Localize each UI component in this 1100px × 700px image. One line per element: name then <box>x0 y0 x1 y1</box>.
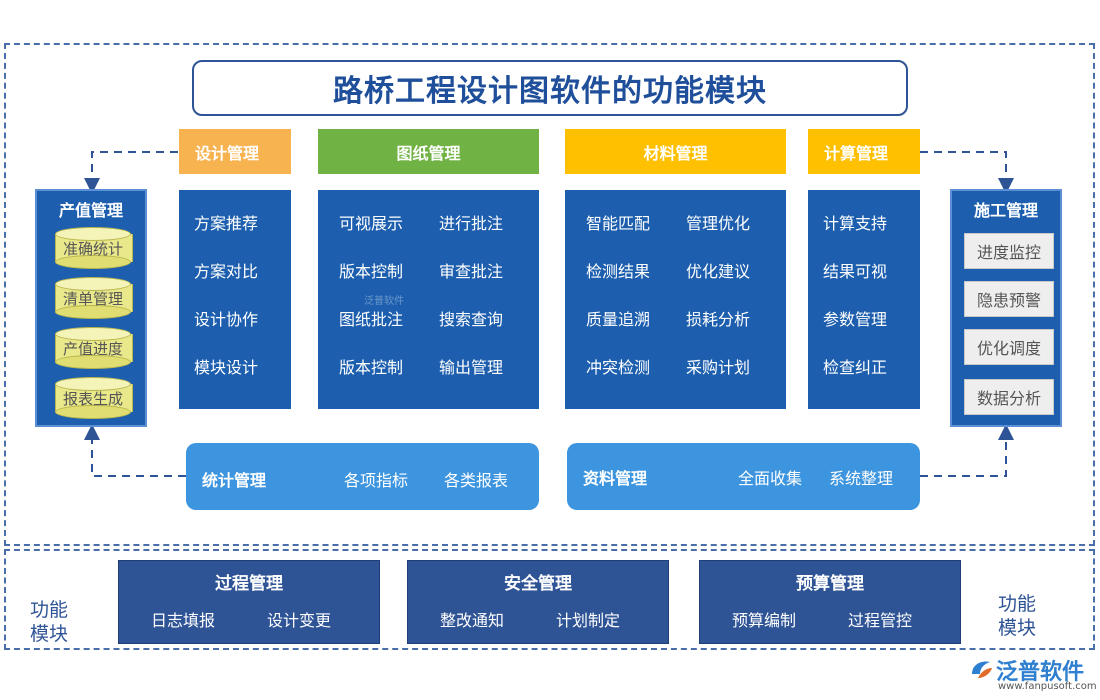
list-item: 结果可视 <box>823 262 888 281</box>
bottom-process-management: 过程管理 日志填报 设计变更 <box>118 560 380 644</box>
pill-item: 全面收集 <box>738 469 803 488</box>
list-item: 采购计划 <box>686 358 751 377</box>
list-item: 方案推荐 <box>194 214 259 233</box>
brand-logo: 泛普软件 www.fanpusoft.com <box>968 652 1097 696</box>
list-item: 质量追溯 <box>586 310 651 329</box>
pill-title: 统计管理 <box>202 471 267 490</box>
bottom-frame <box>4 549 1095 650</box>
list-item: 损耗分析 <box>686 310 751 329</box>
bottom-item: 预算编制 <box>732 611 797 630</box>
bottom-title: 过程管理 <box>215 574 283 594</box>
header-label: 材料管理 <box>643 143 708 163</box>
column-design-management: 方案推荐 方案对比 设计协作 模块设计 <box>179 190 291 409</box>
side-label-right: 功能 模块 <box>982 568 1052 640</box>
header-drawing-management: 图纸管理 <box>318 129 539 174</box>
cylinder-label: 清单管理 <box>62 290 123 308</box>
bottom-item: 日志填报 <box>151 611 216 630</box>
connector-top-right <box>920 151 1014 194</box>
list-item: 版本控制 <box>339 358 404 377</box>
header-material-management: 材料管理 <box>565 129 786 174</box>
list-item: 审查批注 <box>439 262 504 281</box>
page-title: 路桥工程设计图软件的功能模块 <box>192 60 908 116</box>
page-title-text: 路桥工程设计图软件的功能模块 <box>333 74 767 109</box>
list-item: 优化建议 <box>686 262 751 281</box>
cylinder-item: 准确统计 <box>55 227 133 269</box>
panel-output-value-management: 产值管理 准确统计 清单管理 产值进度 报表生成 <box>35 189 147 427</box>
connector-bottom-left <box>84 424 186 477</box>
list-item: 进度监控 <box>964 233 1054 269</box>
bottom-budget-management: 预算管理 预算编制 过程管控 <box>699 560 961 644</box>
cylinder-item: 报表生成 <box>55 377 133 419</box>
pill-statistics-management: 统计管理 各项指标 各类报表 <box>186 443 539 510</box>
bottom-item: 整改通知 <box>440 611 505 630</box>
list-item: 计算支持 <box>823 214 888 233</box>
list-item: 模块设计 <box>194 358 259 377</box>
column-material-management: 智能匹配 管理优化 检测结果 优化建议 质量追溯 损耗分析 冲突检测 采购计划 <box>565 190 786 409</box>
pill-item: 各项指标 <box>344 471 409 490</box>
header-label: 计算管理 <box>824 143 889 163</box>
cylinder-label: 产值进度 <box>62 340 123 358</box>
bottom-item: 过程管控 <box>848 611 913 630</box>
pill-title: 资料管理 <box>583 469 648 488</box>
side-label-left: 功能 模块 <box>14 574 84 646</box>
panel-title: 施工管理 <box>973 201 1038 220</box>
header-label: 设计管理 <box>195 143 260 163</box>
list-item: 搜索查询 <box>439 310 504 329</box>
list-item: 管理优化 <box>686 214 751 233</box>
bottom-title: 安全管理 <box>504 574 572 594</box>
list-item: 图纸批注 <box>339 310 404 329</box>
list-item: 版本控制 <box>339 262 404 281</box>
pill-document-management: 资料管理 全面收集 系统整理 <box>567 443 920 510</box>
logo-name: 泛普软件 <box>996 660 1085 685</box>
cylinder-item: 产值进度 <box>55 327 133 369</box>
main-frame <box>4 43 1095 546</box>
list-item: 数据分析 <box>964 379 1054 415</box>
list-item: 设计协作 <box>194 310 259 329</box>
list-item: 方案对比 <box>194 262 259 281</box>
connector-top-left <box>84 151 178 194</box>
list-item: 检测结果 <box>586 262 651 281</box>
bottom-item: 设计变更 <box>267 611 332 630</box>
list-item: 可视展示 <box>339 214 404 233</box>
bottom-item: 计划制定 <box>556 611 621 630</box>
panel-title: 产值管理 <box>58 201 123 220</box>
cylinder-label: 准确统计 <box>62 240 123 258</box>
list-item: 智能匹配 <box>586 214 651 233</box>
list-item: 参数管理 <box>823 310 888 329</box>
bottom-safety-management: 安全管理 整改通知 计划制定 <box>407 560 669 644</box>
connector-bottom-right <box>920 424 1014 477</box>
list-item: 冲突检测 <box>586 358 651 377</box>
list-item: 输出管理 <box>439 358 504 377</box>
panel-construction-management: 施工管理 进度监控 隐患预警 优化调度 数据分析 <box>950 189 1062 427</box>
header-design-management: 设计管理 <box>179 129 291 174</box>
side-label-text: 功能 模块 <box>997 593 1036 639</box>
side-label-text: 功能 模块 <box>29 599 68 645</box>
cylinder-label: 报表生成 <box>62 390 123 408</box>
logo-url: www.fanpusoft.com <box>998 681 1097 692</box>
fanpu-logo-icon <box>968 656 994 682</box>
list-item: 隐患预警 <box>964 281 1054 317</box>
pill-item: 系统整理 <box>829 469 894 488</box>
list-item: 检查纠正 <box>823 358 888 377</box>
cylinder-item: 清单管理 <box>55 277 133 319</box>
column-drawing-management: 可视展示 进行批注 版本控制 审查批注 图纸批注 搜索查询 版本控制 输出管理 … <box>318 190 539 409</box>
bottom-title: 预算管理 <box>796 574 864 594</box>
header-label: 图纸管理 <box>396 143 461 163</box>
header-calculation-management: 计算管理 <box>808 129 920 174</box>
pill-item: 各类报表 <box>444 471 509 490</box>
list-item: 进行批注 <box>439 214 504 233</box>
watermark: 泛普软件 <box>364 296 404 307</box>
column-calculation-management: 计算支持 结果可视 参数管理 检查纠正 <box>808 190 920 409</box>
list-item: 优化调度 <box>964 329 1054 365</box>
